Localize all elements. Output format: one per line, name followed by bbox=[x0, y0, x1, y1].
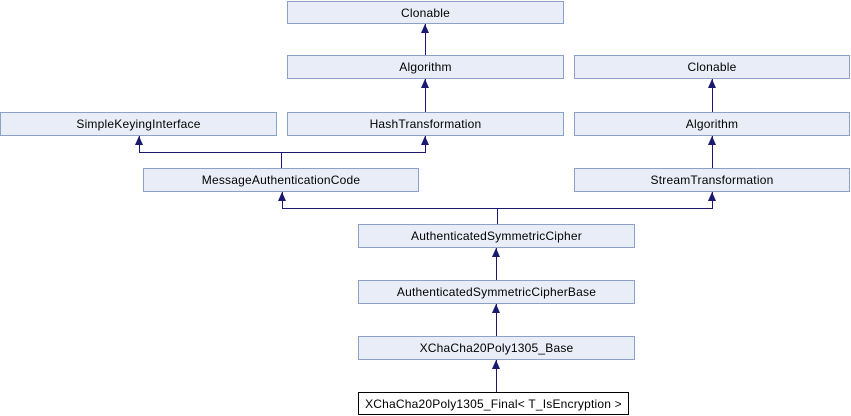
inheritance-edge-line bbox=[496, 248, 497, 280]
class-box-algorithm-mid[interactable]: Algorithm bbox=[287, 55, 564, 79]
arrow-up-icon bbox=[135, 136, 143, 145]
inheritance-edge-line bbox=[281, 152, 282, 168]
arrow-up-icon bbox=[708, 79, 716, 88]
inheritance-edge-line bbox=[282, 208, 713, 209]
class-box-algorithm-right[interactable]: Algorithm bbox=[574, 112, 850, 136]
arrow-up-icon bbox=[421, 79, 429, 88]
arrow-up-icon bbox=[492, 248, 500, 257]
arrow-up-icon bbox=[278, 192, 286, 201]
inheritance-edge-line bbox=[425, 24, 426, 55]
class-box-xchacha20poly1305-base[interactable]: XChaCha20Poly1305_Base bbox=[358, 336, 635, 360]
arrow-up-icon bbox=[708, 136, 716, 145]
inheritance-edge-line bbox=[139, 152, 426, 153]
inheritance-edge-line bbox=[496, 360, 497, 392]
class-box-authenticated-symmetric-cipher[interactable]: AuthenticatedSymmetricCipher bbox=[358, 224, 635, 248]
arrow-up-icon bbox=[492, 360, 500, 369]
class-box-message-authentication-code[interactable]: MessageAuthenticationCode bbox=[143, 168, 419, 192]
arrow-up-icon bbox=[492, 304, 500, 313]
arrow-up-icon bbox=[708, 192, 716, 201]
class-box-simple-keying-interface[interactable]: SimpleKeyingInterface bbox=[0, 112, 277, 136]
class-box-clonable-top[interactable]: Clonable bbox=[287, 1, 564, 24]
inheritance-edge-line bbox=[497, 208, 498, 224]
inheritance-edge-line bbox=[496, 304, 497, 336]
inheritance-edge-line bbox=[425, 79, 426, 112]
class-box-clonable-right[interactable]: Clonable bbox=[574, 55, 850, 79]
inheritance-edge-line bbox=[712, 136, 713, 168]
class-box-xchacha20poly1305-final-current: XChaCha20Poly1305_Final< T_IsEncryption … bbox=[358, 392, 629, 415]
inheritance-edge-line bbox=[712, 79, 713, 112]
class-box-authenticated-symmetric-cipher-base[interactable]: AuthenticatedSymmetricCipherBase bbox=[358, 280, 635, 304]
arrow-up-icon bbox=[421, 24, 429, 33]
class-box-hash-transformation[interactable]: HashTransformation bbox=[287, 112, 564, 136]
arrow-up-icon bbox=[421, 136, 429, 145]
class-box-stream-transformation[interactable]: StreamTransformation bbox=[574, 168, 850, 192]
